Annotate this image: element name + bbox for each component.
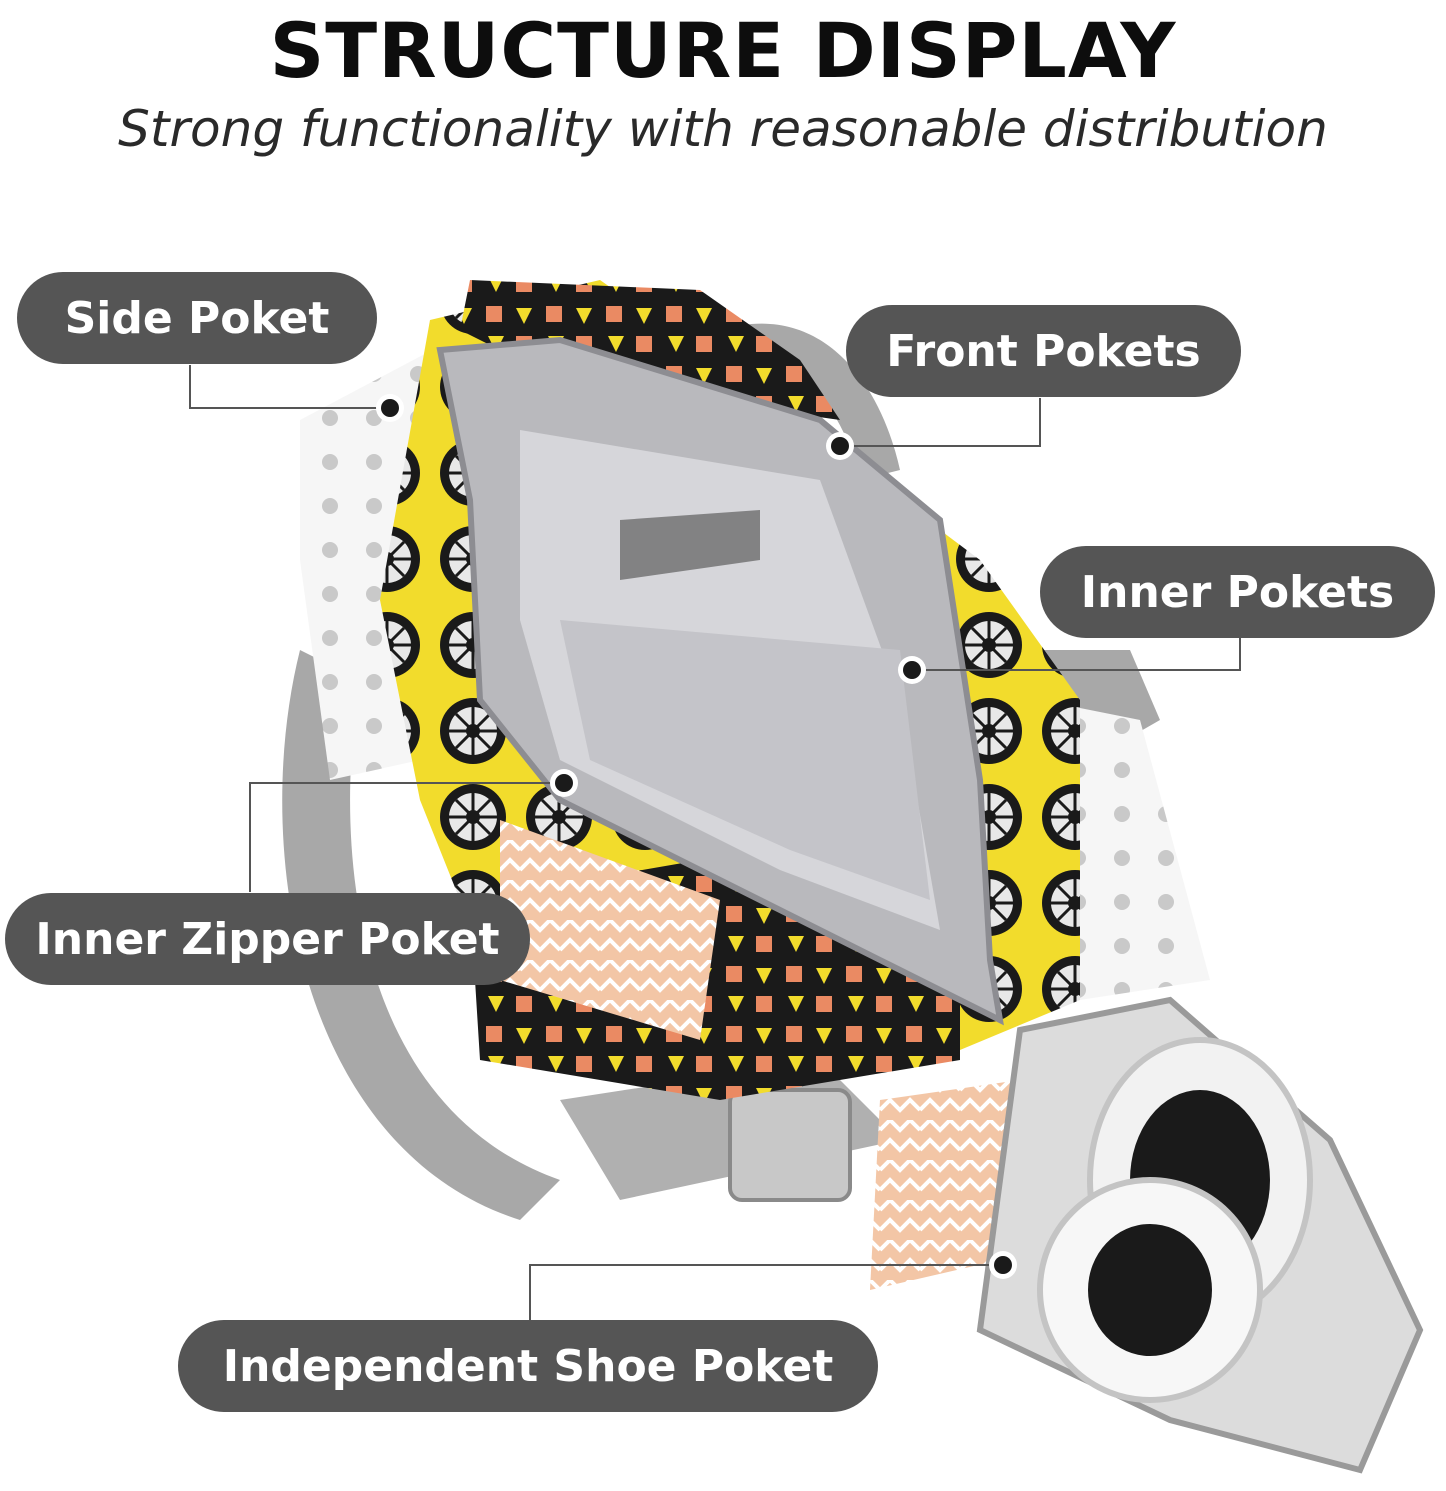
callout-shoe-pocket: Independent Shoe Poket xyxy=(178,1320,878,1412)
callout-inner-zipper-pocket: Inner Zipper Poket xyxy=(5,893,530,985)
callout-marker-inner-zipper xyxy=(550,769,578,797)
callout-marker-front xyxy=(826,432,854,460)
page-subtitle: Strong functionality with reasonable dis… xyxy=(118,100,1328,158)
callout-front-pockets: Front Pokets xyxy=(846,305,1241,397)
callout-marker-side xyxy=(376,394,404,422)
callout-marker-shoe xyxy=(989,1251,1017,1279)
callout-inner-pockets: Inner Pokets xyxy=(1040,546,1435,638)
page-title: STRUCTURE DISPLAY xyxy=(269,6,1177,95)
callout-marker-inner xyxy=(898,656,926,684)
callout-side-pocket: Side Poket xyxy=(17,272,377,364)
